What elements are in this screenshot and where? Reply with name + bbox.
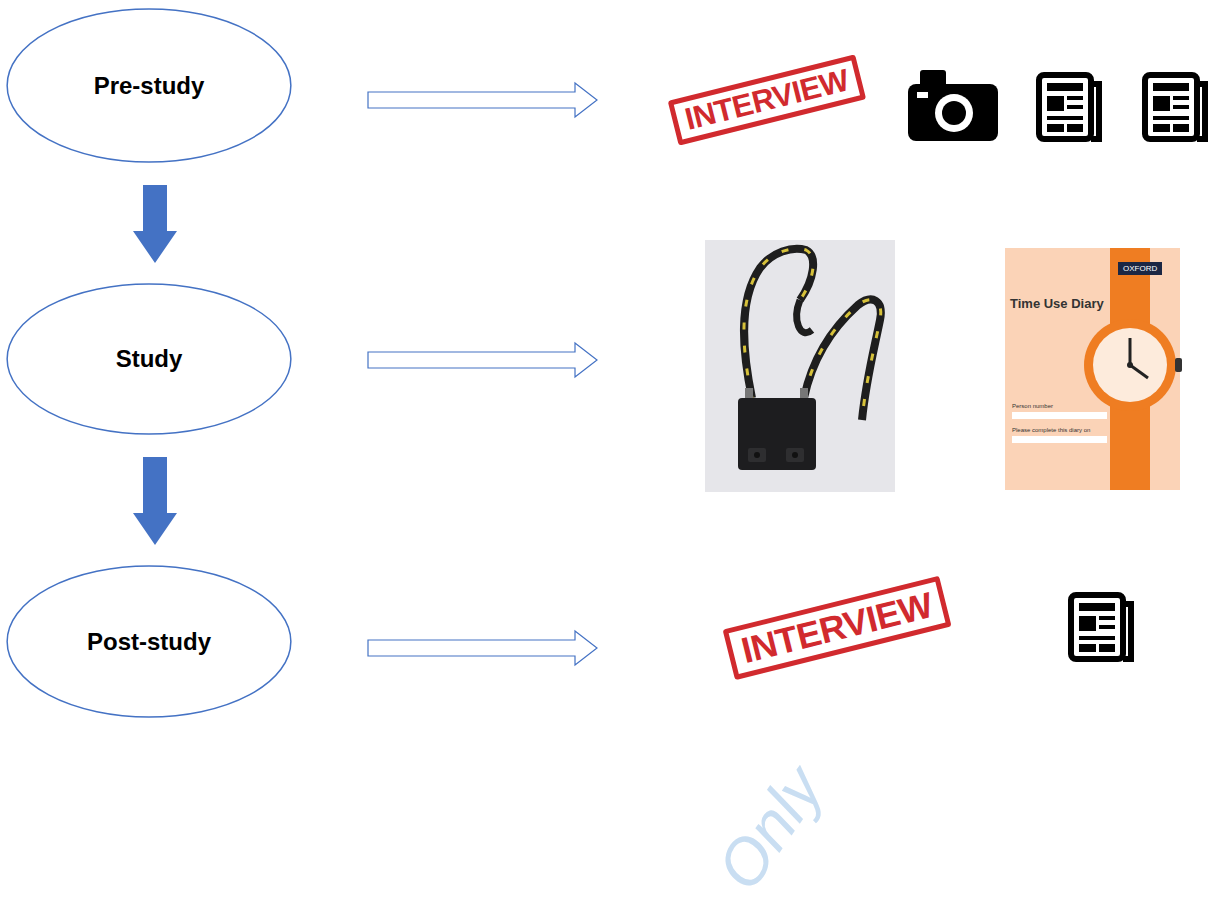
phase-ellipse: Pre-study xyxy=(6,8,292,163)
phase-label: Post-study xyxy=(87,628,211,656)
watermark: Only xyxy=(702,753,838,903)
phase-label: Pre-study xyxy=(94,72,205,100)
form-field-label: Please complete this diary on xyxy=(1012,427,1090,433)
stamp-text: INTERVIEW xyxy=(723,576,952,680)
flow-arrow xyxy=(133,457,177,545)
badge-text: OXFORD xyxy=(1118,262,1162,275)
phase-ellipse: Study xyxy=(6,283,292,435)
newspaper-icon xyxy=(1145,75,1205,139)
diary-booklet xyxy=(1005,248,1182,490)
booklet-title: Time Use Diary xyxy=(1010,296,1104,311)
newspaper-icon xyxy=(1039,75,1099,139)
form-field-label: Person number xyxy=(1012,403,1053,409)
phase-label: Study xyxy=(116,345,183,373)
device-photo xyxy=(705,240,895,492)
flow-arrow xyxy=(133,185,177,263)
hollow-arrow xyxy=(368,83,597,665)
phase-ellipse: Post-study xyxy=(6,565,292,718)
camera-icon xyxy=(908,70,998,141)
newspaper-icon xyxy=(1071,595,1131,659)
stamp-text: INTERVIEW xyxy=(668,54,867,145)
